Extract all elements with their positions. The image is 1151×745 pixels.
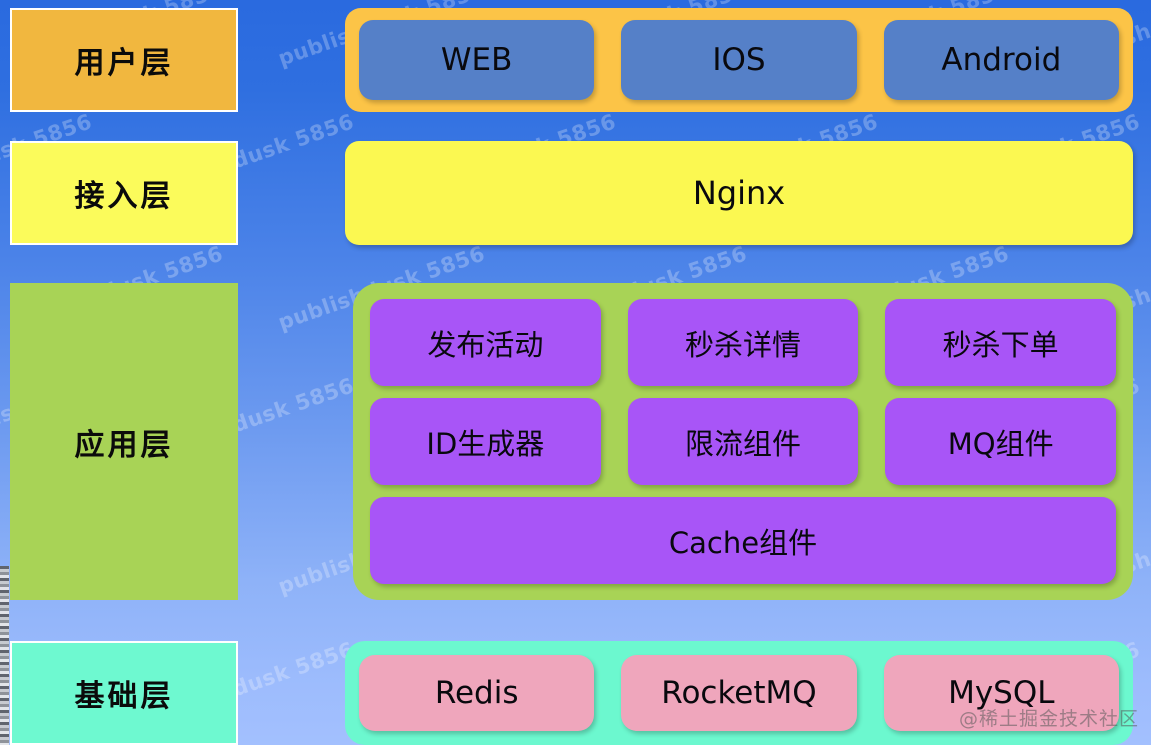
layer-row: Nginx [345,141,1133,245]
layer-row: Redis RocketMQ MySQL [359,655,1119,731]
layer-group-access: Nginx [345,141,1133,245]
layer-row: ID生成器 限流组件 MQ组件 [370,398,1117,485]
node-web[interactable]: WEB [359,20,595,100]
left-edge-artifact [0,566,9,745]
layer-label-app: 应用层 [10,283,238,600]
node-mysql[interactable]: MySQL [883,655,1119,731]
node-rate-limit-component[interactable]: 限流组件 [627,398,859,485]
layer-label-base: 基础层 [10,641,238,745]
node-seckill-detail[interactable]: 秒杀详情 [627,299,859,386]
node-cache-component[interactable]: Cache组件 [370,497,1116,584]
layer-row: Cache组件 [370,497,1116,584]
node-rocketmq[interactable]: RocketMQ [621,655,857,731]
layer-row: WEB IOS Android [359,20,1119,100]
layer-label-access: 接入层 [10,141,238,245]
node-android[interactable]: Android [883,20,1119,100]
community-watermark: @稀土掘金技术社区 [958,708,1139,730]
layer-label-user: 用户层 [10,8,238,112]
layer-group-user: WEB IOS Android [345,8,1133,112]
node-mq-component[interactable]: MQ组件 [885,398,1117,485]
node-ios[interactable]: IOS [621,20,857,100]
node-seckill-order[interactable]: 秒杀下单 [885,299,1117,386]
node-nginx[interactable]: Nginx [345,141,1133,245]
node-redis[interactable]: Redis [359,655,595,731]
node-id-generator[interactable]: ID生成器 [370,398,601,485]
node-publish-activity[interactable]: 发布活动 [370,299,601,386]
layer-group-base: Redis RocketMQ MySQL [345,641,1133,745]
layer-row: 发布活动 秒杀详情 秒杀下单 [370,299,1117,386]
layer-group-app: 发布活动 秒杀详情 秒杀下单 ID生成器 限流组件 MQ组件 Cache组件 [353,283,1133,600]
